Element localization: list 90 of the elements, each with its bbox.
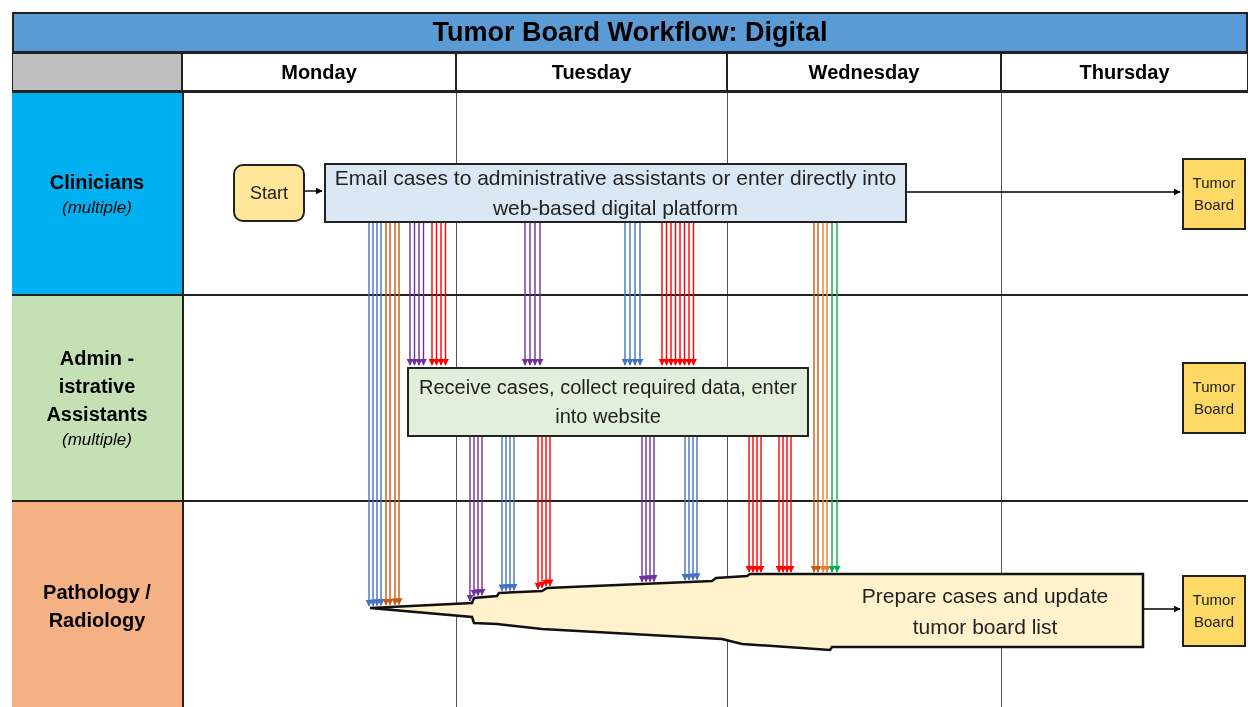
arrow — [391, 220, 399, 606]
arrow — [502, 434, 510, 592]
arrow — [638, 434, 646, 583]
lane-note: (multiple) — [62, 429, 132, 451]
column-header: Wednesday — [727, 53, 1001, 91]
arrow — [689, 434, 697, 581]
lane-title: Admin - istrative Assistants — [45, 346, 149, 427]
arrow — [672, 220, 679, 366]
arrow — [442, 220, 449, 366]
arrow — [466, 434, 474, 602]
arrow — [526, 220, 534, 366]
arrow — [415, 220, 423, 366]
arrow — [546, 434, 554, 587]
arrow — [386, 220, 394, 606]
arrow — [531, 220, 539, 366]
arrow — [819, 220, 827, 573]
process-box: Tumor Board — [1182, 575, 1246, 647]
node-text: Prepare cases and update tumor board list — [860, 583, 1110, 640]
arrow — [636, 220, 644, 366]
arrow — [428, 220, 436, 366]
arrow — [787, 434, 795, 573]
arrow — [626, 220, 634, 366]
arrow — [411, 220, 418, 366]
arrow — [658, 220, 666, 366]
arrow — [433, 220, 440, 366]
arrow — [663, 220, 670, 366]
arrow — [650, 434, 658, 583]
arrow — [506, 434, 514, 592]
process-box: Email cases to administrative assistants or enter directly into web-based digital platform — [324, 163, 907, 223]
arrow — [365, 220, 373, 607]
process-box: Tumor Board — [1182, 158, 1246, 230]
process-shape — [368, 572, 1145, 652]
arrow — [510, 434, 518, 591]
arrow — [676, 220, 684, 366]
arrow — [685, 434, 693, 581]
arrow — [536, 220, 544, 366]
arrow — [681, 220, 688, 366]
arrow — [395, 220, 403, 606]
swimlane — [12, 294, 1248, 500]
start-terminal: Start — [233, 164, 305, 222]
arrow — [823, 220, 831, 573]
arrow — [904, 188, 1181, 196]
lane-note: (multiple) — [62, 196, 132, 219]
column-header: Tuesday — [456, 53, 727, 91]
process-box: Receive cases, collect required data, enter into website — [407, 367, 809, 437]
column-header: Thursday — [1001, 53, 1248, 91]
arrow — [757, 434, 765, 573]
arrow — [745, 434, 753, 573]
arrow — [681, 434, 689, 581]
arrow — [646, 434, 654, 583]
arrow — [833, 220, 841, 573]
arrow — [382, 220, 390, 606]
arrow — [377, 220, 385, 607]
arrow — [642, 434, 650, 583]
process-box: Tumor Board — [1182, 362, 1246, 434]
arrow — [369, 220, 377, 607]
arrow — [828, 220, 836, 573]
arrow — [749, 434, 757, 573]
arrow — [470, 434, 478, 597]
arrow — [302, 187, 323, 195]
arrow — [779, 434, 787, 573]
arrow — [373, 220, 381, 607]
swimlane — [12, 500, 1248, 707]
arrow — [534, 434, 542, 590]
arrow — [542, 434, 550, 587]
arrow — [437, 220, 445, 366]
arrow — [753, 434, 761, 573]
arrow — [783, 434, 791, 573]
arrow — [406, 220, 414, 366]
arrow — [693, 434, 701, 581]
arrow — [810, 220, 818, 573]
column-header: Monday — [182, 53, 456, 91]
arrow — [474, 434, 482, 597]
lane-title: Pathology / Radiology — [42, 580, 152, 633]
title-bar: Tumor Board Workflow: Digital — [12, 12, 1248, 53]
arrow — [521, 220, 529, 366]
arrow — [1142, 605, 1181, 613]
arrow — [685, 220, 693, 366]
arrow — [690, 220, 697, 366]
arrow — [775, 434, 783, 573]
arrow — [538, 434, 546, 589]
arrow — [621, 220, 629, 366]
swimlane — [12, 91, 1248, 294]
arrow — [498, 434, 506, 592]
arrow — [631, 220, 639, 366]
arrow — [667, 220, 675, 366]
lane-title: Clinicians — [48, 169, 146, 195]
arrow — [814, 220, 822, 573]
arrow — [478, 434, 486, 596]
arrow — [420, 220, 427, 366]
